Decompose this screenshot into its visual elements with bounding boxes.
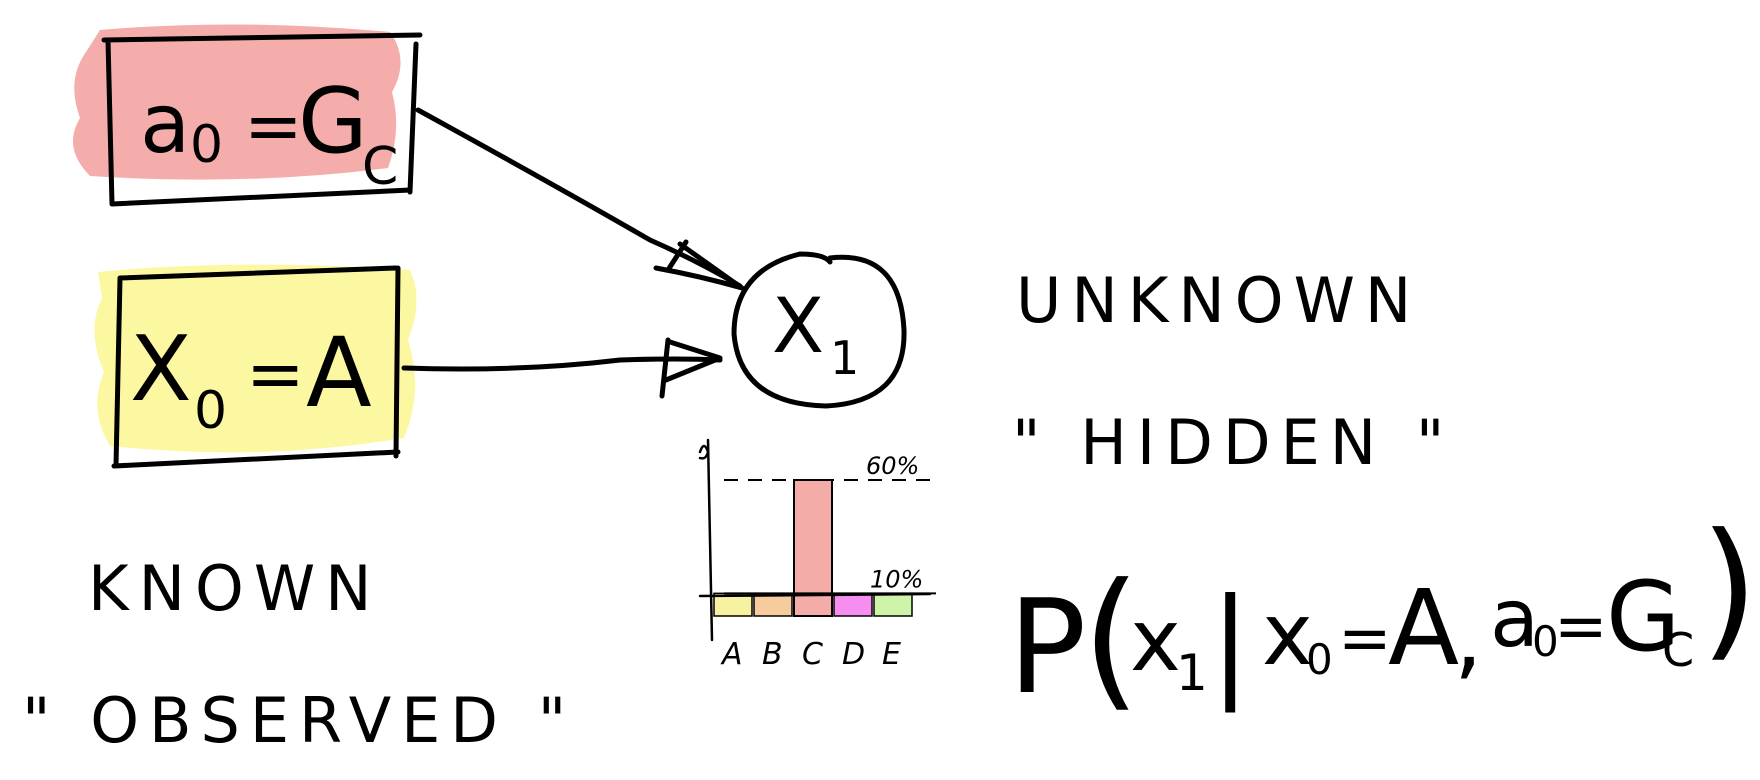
formula-val-2: G (1606, 561, 1680, 673)
formula-val-1: A (1388, 567, 1459, 689)
chart-y-axis (706, 438, 714, 642)
hidden-node: X 1 (731, 251, 907, 409)
chart-x-axis (698, 592, 932, 598)
tick-label-a: A (720, 637, 743, 672)
formula-given-bar: | (1210, 574, 1250, 713)
arrow-action-to-hidden (415, 107, 745, 291)
formula-a0-sub: 0 (1532, 617, 1559, 666)
action-var: a (140, 77, 190, 172)
tick-label-e: E (882, 637, 901, 672)
formula-open-paren: ( (1082, 552, 1141, 726)
formula-x1-sub: 1 (1176, 644, 1208, 702)
bar-d (833, 592, 873, 617)
formula-x0: x (1262, 585, 1313, 685)
chart-y-axis-tip (698, 444, 710, 460)
reference-label-10: 10% (870, 565, 923, 593)
hidden-label: " HIDDEN " (1012, 406, 1454, 479)
observed-action-node: a 0 = G C (72, 24, 423, 207)
hidden-circle (731, 251, 907, 409)
state-value: A (306, 317, 372, 429)
formula-a0: a (1490, 572, 1539, 665)
state-box (111, 265, 401, 469)
state-sub: 0 (194, 381, 227, 441)
tick-label-b: B (762, 637, 783, 672)
formula-x0-sub: 0 (1306, 635, 1333, 684)
observed-label: " OBSERVED " (22, 684, 576, 757)
formula-eq-2: = (1554, 590, 1608, 664)
probability-formula: P ( x 1 | x 0 = A , a 0 = G C ) (1008, 502, 1759, 726)
observed-state-node: X 0 = A (94, 264, 417, 469)
formula-p: P (1008, 571, 1086, 723)
formula-x1: x (1130, 591, 1181, 691)
action-sub: 0 (190, 115, 223, 175)
tick-label-c: C (802, 637, 823, 672)
action-eq: = (244, 85, 303, 167)
formula-eq-1: = (1338, 602, 1392, 676)
state-eq: = (246, 333, 305, 415)
tick-label-d: D (842, 637, 865, 672)
formula-comma: , (1454, 585, 1483, 690)
bar-b (753, 592, 793, 617)
bar-e (873, 592, 913, 617)
known-label: KNOWN (88, 552, 382, 625)
action-value: G (298, 69, 368, 174)
action-value-sub: C (362, 137, 398, 197)
formula-close-paren: ) (1700, 502, 1759, 676)
formula-val-2-sub: C (1662, 623, 1694, 677)
hidden-sub: 1 (830, 331, 859, 385)
state-highlight (94, 264, 417, 453)
reference-label-60: 60% (866, 452, 919, 480)
state-var: X (130, 317, 192, 422)
unknown-label: UNKNOWN (1016, 264, 1421, 337)
action-highlight (72, 24, 401, 180)
hidden-var: X (772, 281, 824, 370)
action-box (101, 32, 423, 207)
arrow-state-to-hidden (401, 337, 723, 399)
